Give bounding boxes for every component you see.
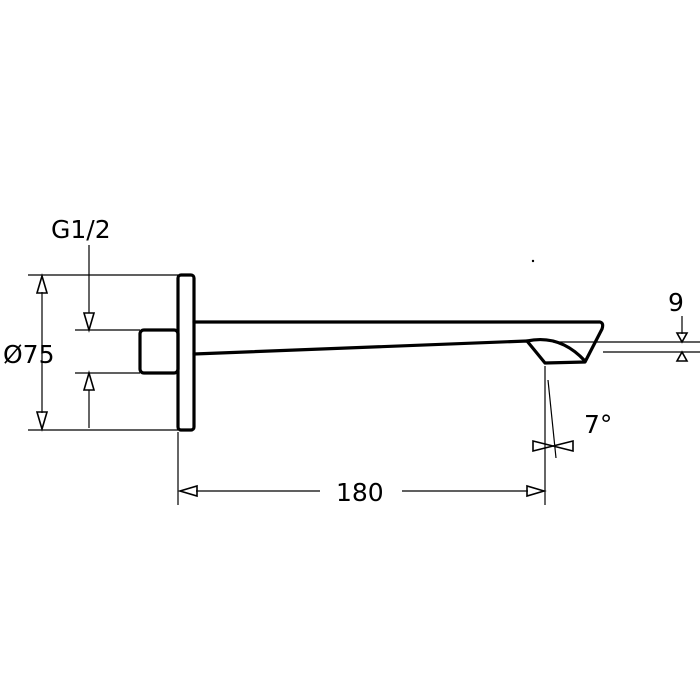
spout-body [192,320,605,365]
outlet-height-dimension [675,316,689,362]
thread-dimension [82,245,96,428]
flange-diameter-dimension [35,273,49,432]
wall-flange [176,273,196,432]
spout-outline [138,273,605,432]
outlet-height-label: 9 [668,288,684,317]
projection-dimension [177,484,547,498]
flange-diameter-label: Ø75 [3,340,55,369]
thread-label: G1/2 [51,215,111,244]
projection-label: 180 [336,478,384,507]
outlet-angle-dimension [532,439,574,453]
outlet-angle-label: 7° [584,410,612,439]
spout-outlet-curve [525,337,587,363]
extension-lines [28,259,700,505]
thread-connector [138,328,180,375]
